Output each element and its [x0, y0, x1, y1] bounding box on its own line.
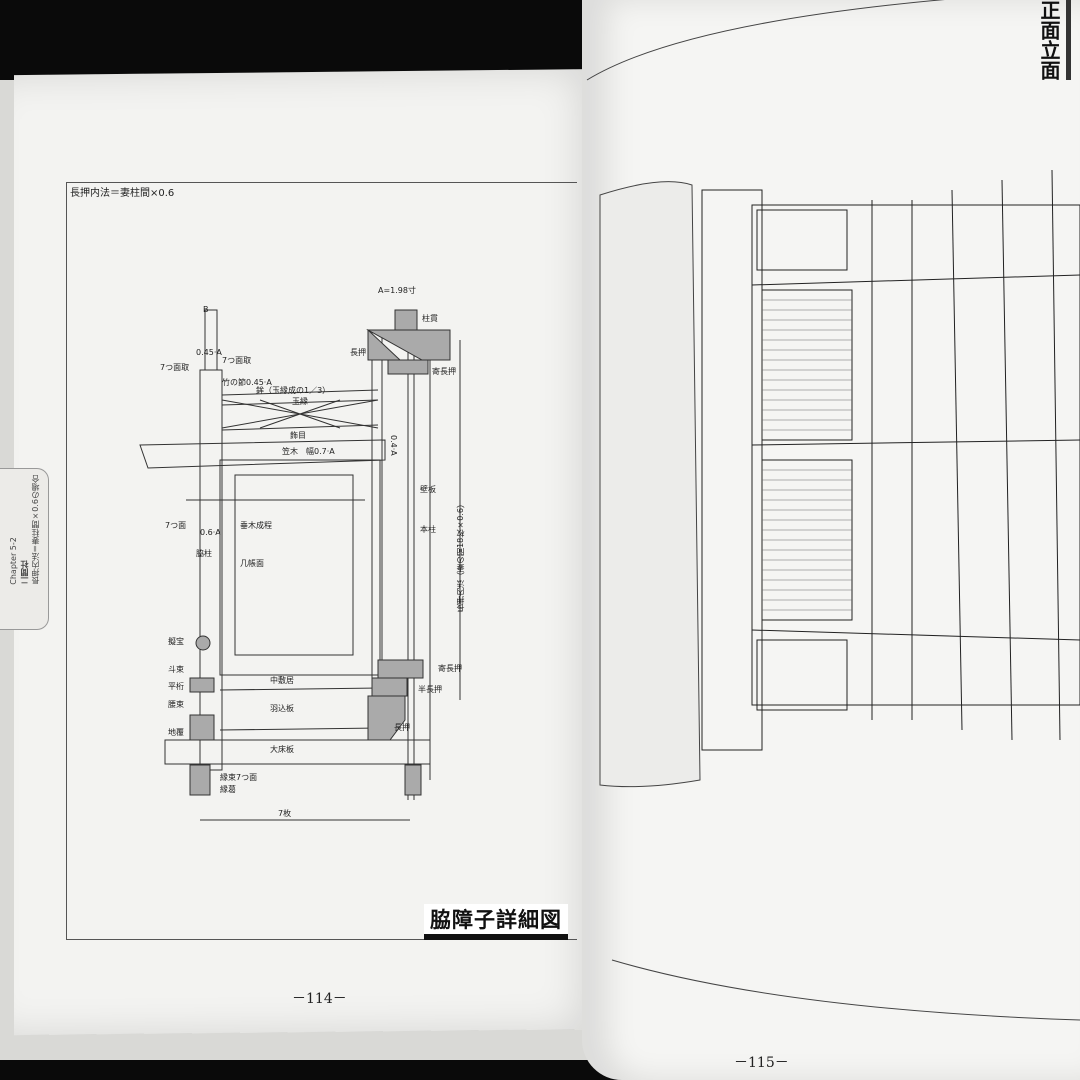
- right-page-number: －115－: [734, 1055, 789, 1071]
- label-honbashira: 本柱: [420, 525, 436, 534]
- chapter-tab: Chapter 5-2 二間社 長押内法＝妻柱間×0.6の場合: [0, 468, 49, 630]
- label-han-nageshi: 半長押: [418, 685, 442, 694]
- right-page-title: 正面立面: [1037, 0, 1071, 80]
- label-engeta: 縁葛: [220, 785, 236, 794]
- label-oyukaita: 大床板: [270, 745, 294, 754]
- label-giboshi: 擬宝: [168, 637, 184, 646]
- label-koshizuka: 腰束: [168, 700, 184, 709]
- label-nageshi-uchinori: 長押内法（妻の間18枚×0.6）: [456, 500, 465, 612]
- label-nanatsu-men: 7つ面: [165, 521, 187, 530]
- post-top: [204, 309, 218, 371]
- left-page-number: －114－: [292, 991, 347, 1007]
- formula-caption: 長押内法＝妻柱間×0.6: [70, 188, 175, 199]
- label-take-fushi: 竹の節0.45·A: [222, 378, 272, 387]
- label-hashira-nuki: 柱貫: [422, 314, 438, 323]
- label-yose-nageshi-top: 寄長押: [432, 367, 456, 376]
- panel-frame: [219, 459, 381, 676]
- kasagi-rail: [139, 439, 386, 469]
- label-nanatsu-men-l: 7つ面取: [160, 363, 190, 372]
- label-hoko: 鉾（玉縁成の1／3）: [256, 386, 331, 395]
- label-wakibashira: 脇柱: [196, 549, 212, 558]
- panel-board: [234, 474, 354, 656]
- shaden-front-elevation: [586, 0, 1080, 1021]
- label-hirageta: 平桁: [168, 682, 184, 691]
- label-kamachi: 几帳面: [240, 559, 264, 568]
- label-yose-nageshi: 寄長押: [438, 664, 462, 673]
- label-nageshi: 長押: [394, 723, 410, 732]
- left-page-title: 脇障子詳細図: [424, 904, 568, 940]
- label-b: B: [203, 305, 209, 314]
- elevation-main: [751, 204, 1080, 706]
- label-tamabuchi: 玉縁: [292, 397, 308, 406]
- label-a-dim: A=1.98寸: [378, 286, 416, 295]
- label-masugumi: 斗束: [168, 665, 184, 674]
- label-engeta-nanatsu: 縁束7つ面: [220, 773, 258, 782]
- lattice-panel-upper: [761, 289, 853, 441]
- label-kabeita: 壁板: [420, 485, 436, 494]
- label-hamekomi: 羽込板: [270, 704, 294, 713]
- label-045a: 0.45·A: [196, 348, 222, 357]
- drawing-frame: [66, 182, 577, 940]
- label-ryume: 飾目: [290, 431, 306, 440]
- label-kasagi: 笠木 幅0.7·A: [282, 447, 335, 456]
- label-06a: 0.6·A: [200, 528, 221, 537]
- label-04a: 0.4·A: [389, 435, 398, 456]
- label-nageshi-top: 長押: [350, 348, 366, 357]
- left-post: [199, 369, 223, 771]
- label-jifuku: 地覆: [168, 728, 184, 737]
- label-nanatsu-men-r: 7つ面取: [222, 356, 252, 365]
- floor-board: [164, 739, 431, 765]
- label-chushikii: 中敷居: [270, 676, 294, 685]
- right-page: －115－: [582, 0, 1080, 1080]
- label-tarukimeate: 垂木成程: [240, 521, 272, 530]
- label-dim7: 7枚: [278, 809, 292, 818]
- ornament-column: [701, 189, 763, 751]
